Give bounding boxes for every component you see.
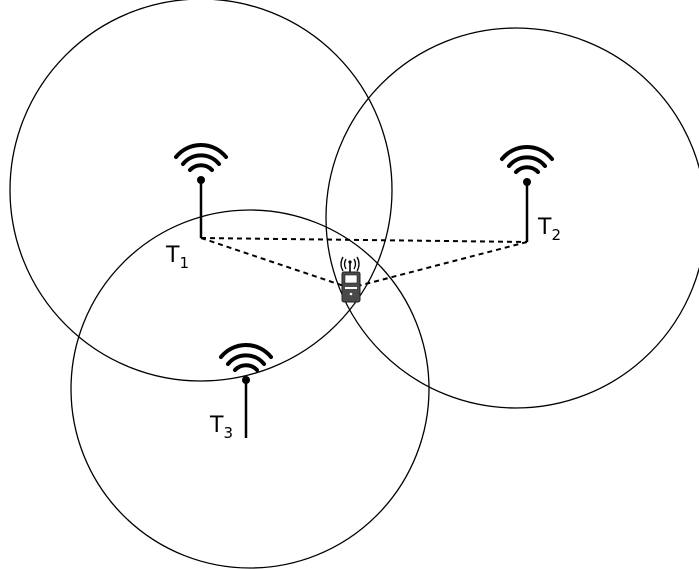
tower-t1: T1 — [165, 143, 228, 272]
tower-label-t3: T3 — [209, 413, 233, 442]
line-t2-device — [349, 241, 528, 289]
line-t1-t2 — [200, 237, 528, 243]
device-keypad — [345, 287, 357, 289]
line-t1-device — [200, 237, 351, 289]
signal-icon — [500, 145, 554, 174]
signal-icon — [219, 343, 273, 372]
tower-t3: T3 — [209, 343, 273, 442]
device-button — [349, 292, 353, 296]
range-circle-t2 — [325, 27, 699, 409]
tower-label-t2: T2 — [537, 215, 561, 244]
tower-t2: T2 — [500, 145, 561, 244]
tower-label-t1: T1 — [165, 243, 189, 272]
range-circle-t3 — [70, 209, 430, 569]
range-circle-t1 — [9, 0, 393, 382]
mobile-phone-icon — [340, 256, 361, 303]
device-signal-icon — [340, 256, 360, 272]
signal-icon — [174, 143, 228, 172]
device-screen — [344, 274, 358, 284]
connection-lines — [200, 237, 528, 289]
device-antenna-tip — [348, 260, 352, 264]
